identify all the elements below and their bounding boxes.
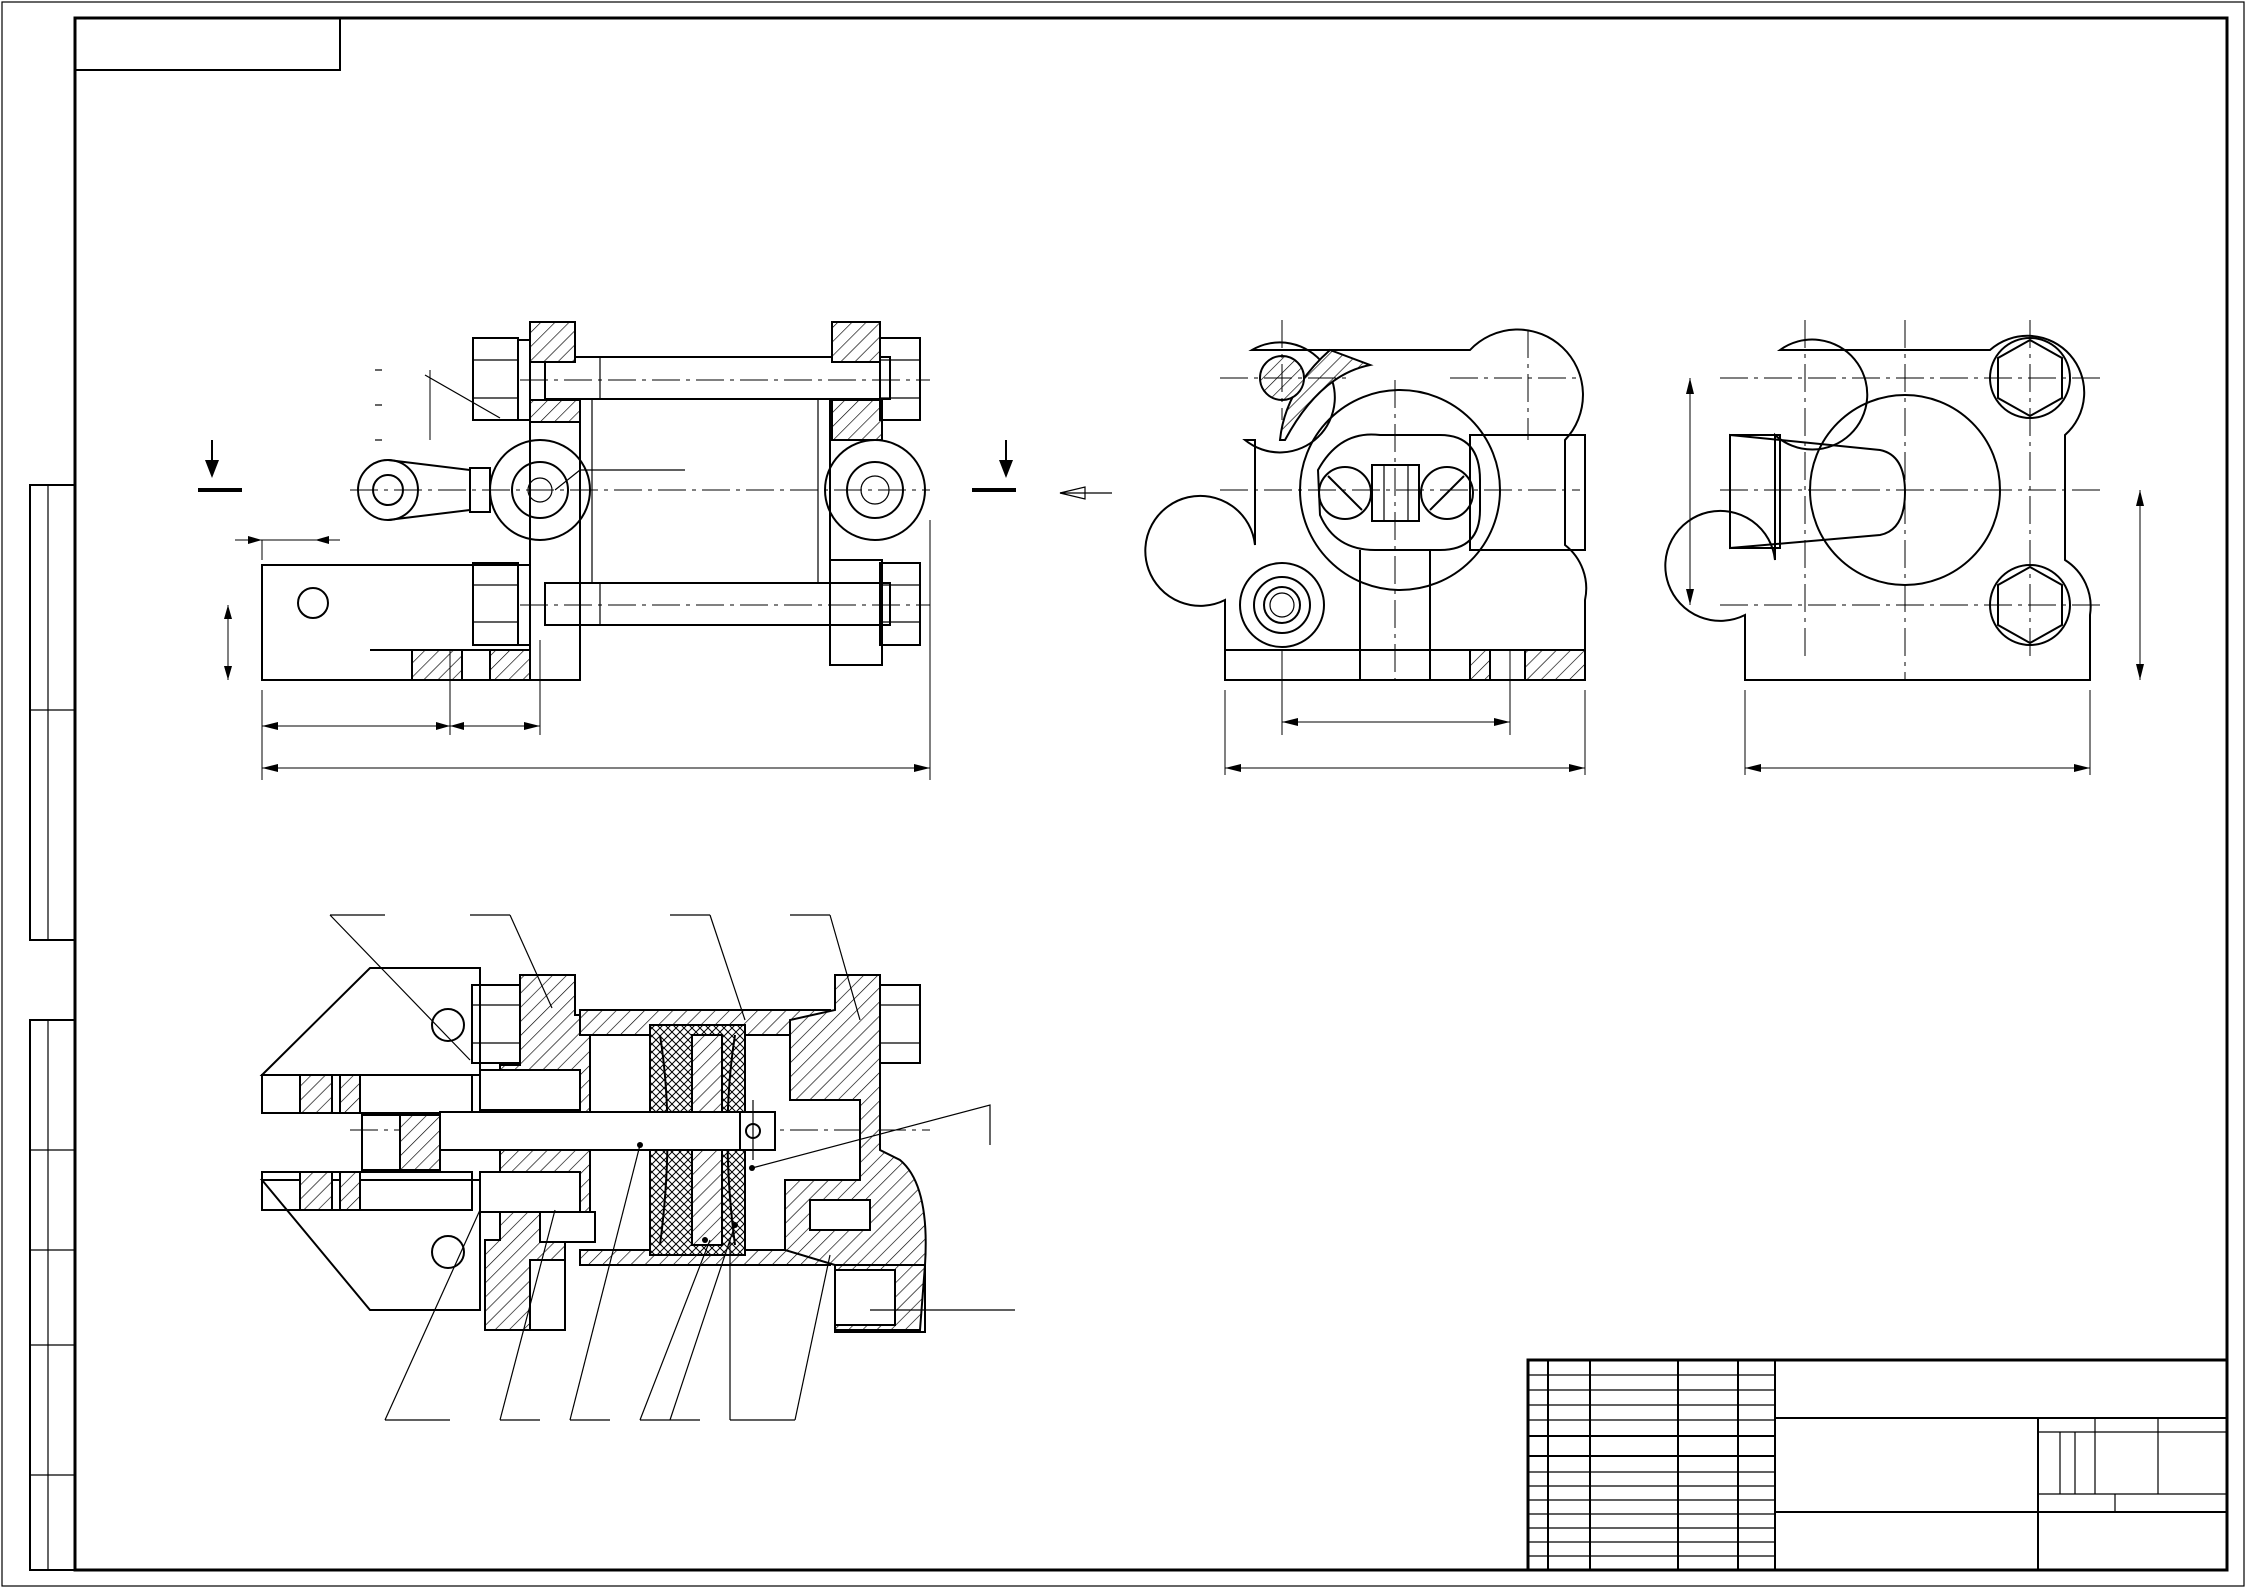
right-cover-top [831,321,881,363]
binding-strip-upper [29,484,76,941]
rear-boss [1729,433,1907,550]
right-pin-boss [824,439,926,541]
housing-outline-rear [1664,334,2092,681]
section-mark-left [198,440,242,492]
section-view [259,914,1015,1421]
housing-outline [1144,328,1588,681]
side-boss [1469,434,1586,551]
right-cover-section [784,974,927,1331]
hex-nut-upper-left [472,337,531,421]
hex-nut-upper-right [879,337,921,421]
section-mark-right [972,440,1016,492]
lower-tie-rod [544,582,891,626]
eye-lug [357,459,491,521]
title-block [1526,1358,2229,1572]
cam-plate [1316,433,1481,551]
piston-rod [439,1111,751,1151]
front-view-dimensions [224,369,931,780]
upper-tie-rod [544,356,891,400]
slotted-screw-right [1420,466,1474,520]
front-view [198,321,1112,780]
cylinder-body [579,398,831,584]
base-plate [261,564,531,681]
cutaway-hatch [1278,348,1374,441]
hex-nut-lower-left [472,562,531,646]
hex-nut-side [1239,562,1325,648]
view-arrow [1059,486,1112,500]
part-leaders [329,914,1015,1421]
right-cover-bottom [829,559,883,666]
hex-bolt-section-top [471,984,521,1064]
corner-stamp [74,17,341,71]
hex-bolt-section-right [879,984,921,1064]
right-side-view [1664,320,2144,775]
left-side-view [1144,320,1588,775]
hex-nut-lower-right [879,562,921,646]
binding-strip-lower [29,1019,76,1571]
gripper-jaws [259,967,481,1311]
